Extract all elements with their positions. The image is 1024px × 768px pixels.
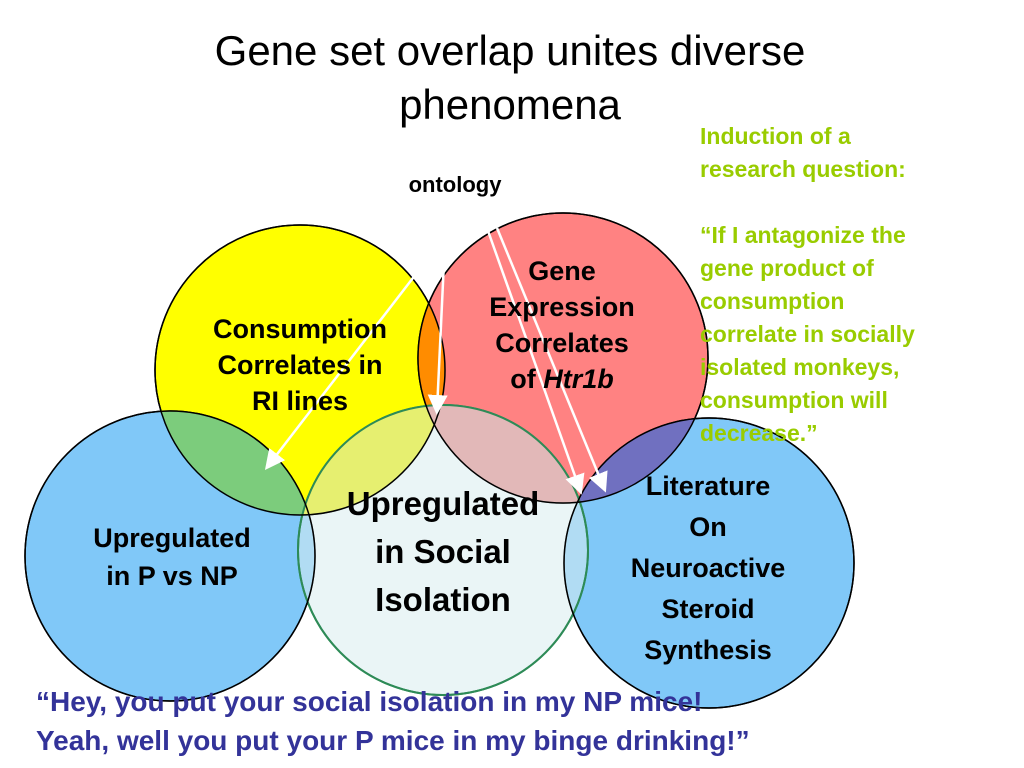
arrow-to-literature-b: [495, 227, 608, 493]
social-line-2: in Social: [375, 533, 511, 570]
pvsnp-line-1: Upregulated: [93, 523, 251, 553]
note-line-6: correlate in socially: [700, 321, 915, 347]
gene-outline: [417, 212, 709, 504]
title-line-1: Gene set overlap unites diverse: [214, 27, 806, 74]
arrow-to-gene-social: [427, 239, 448, 415]
gene-line-2: Expression: [489, 292, 635, 322]
p-vs-np-label: Upregulated in P vs NP: [52, 519, 292, 595]
literature-outline: [563, 417, 855, 709]
social-isolation-label: Upregulated in Social Isolation: [308, 480, 578, 624]
quote-line-2: Yeah, well you put your P mice in my bin…: [36, 725, 750, 756]
note-line-1: Induction of a: [700, 123, 851, 149]
lit-line-3: Neuroactive: [630, 553, 786, 583]
consumption-line-3: RI lines: [251, 386, 349, 416]
title-line-2: phenomena: [399, 81, 621, 128]
slide-title: Gene set overlap unites diverse phenomen…: [100, 24, 920, 132]
overlap-consumption-pvsnp: [155, 411, 315, 515]
arrow-to-consumption-pvsnp: [264, 273, 417, 470]
quote-line-1: “Hey, you put your social isolation in m…: [36, 686, 703, 717]
consumption-line-1: Consumption: [213, 314, 387, 344]
consumption-line-2: Correlates in: [217, 350, 383, 380]
pvsnp-line-2: in P vs NP: [106, 561, 238, 591]
note-line-4: gene product of: [700, 255, 874, 281]
lit-line-5: Synthesis: [644, 635, 772, 665]
lit-line-2: On: [689, 512, 727, 542]
literature-label: Literature On Neuroactive Steroid Synthe…: [588, 466, 828, 671]
research-question-note: Induction of a research question: “If I …: [700, 120, 1000, 450]
gene-line-4: of Htr1b: [462, 361, 662, 397]
lit-line-4: Steroid: [661, 594, 755, 624]
social-line-3: Isolation: [375, 581, 511, 618]
arrow-to-literature-a: [485, 227, 585, 495]
note-line-9: decrease.”: [700, 420, 818, 446]
bottom-quote: “Hey, you put your social isolation in m…: [36, 682, 1016, 760]
ontology-arrows: [264, 227, 608, 495]
note-line-7: isolated monkeys,: [700, 354, 900, 380]
ontology-label: ontology: [408, 172, 502, 197]
social-line-1: Upregulated: [346, 485, 540, 522]
gene-line-3: Correlates: [495, 328, 629, 358]
gene-expression-label: Gene Expression Correlates of Htr1b: [462, 253, 662, 397]
gene-symbol: Htr1b: [543, 364, 614, 394]
note-line-3: “If I antagonize the: [700, 222, 906, 248]
gene-prefix: of: [510, 364, 544, 394]
note-line-8: consumption will: [700, 387, 888, 413]
consumption-outline: [154, 224, 446, 516]
lit-line-1: Literature: [645, 471, 771, 501]
overlap-consumption-social: [298, 405, 445, 515]
overlap-gene-social: [418, 405, 588, 503]
note-line-5: consumption: [700, 288, 845, 314]
note-line-2: research question:: [700, 156, 906, 182]
pvsnp-outline: [24, 410, 316, 702]
consumption-label: Consumption Correlates in RI lines: [180, 311, 420, 419]
gene-line-1: Gene: [528, 256, 596, 286]
